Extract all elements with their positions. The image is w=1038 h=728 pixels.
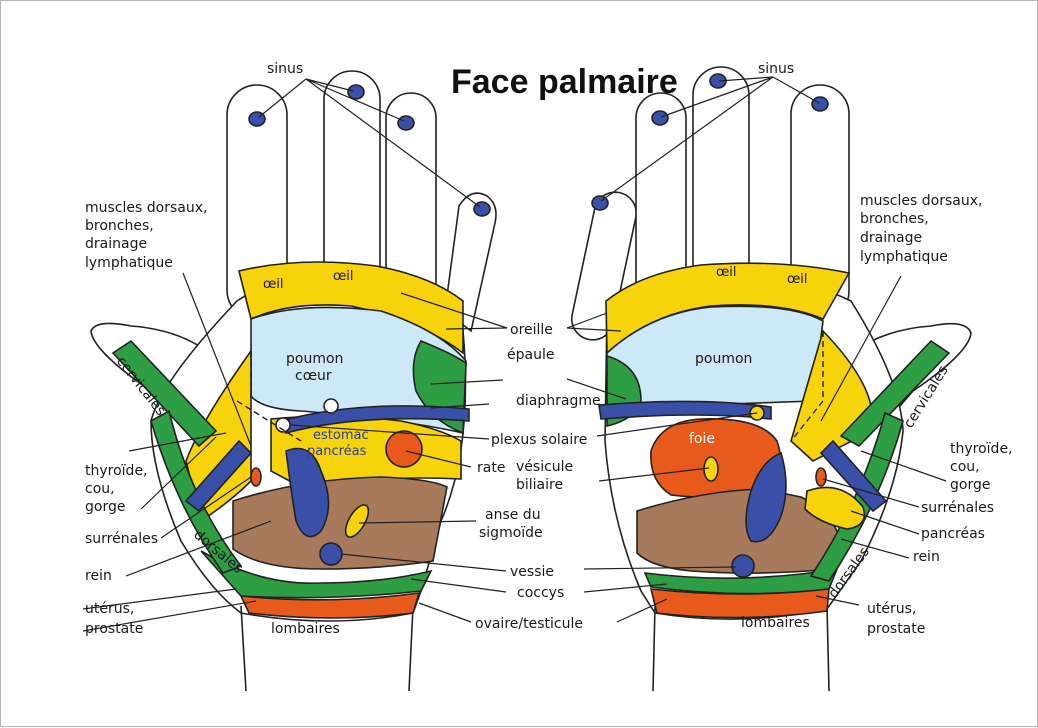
right-sinus-dot-4 xyxy=(812,97,828,111)
label-eye-right-2: œil xyxy=(787,272,808,287)
label-muscles-right-4: lymphatique xyxy=(860,249,948,265)
label-gallbladder-2: biliaire xyxy=(516,477,563,493)
label-eye-left-1: œil xyxy=(263,277,284,292)
label-uterus-right-1: utérus, xyxy=(867,601,916,617)
label-heart-left: cœur xyxy=(295,368,332,384)
left-hand xyxy=(91,71,496,691)
label-thyroid-left-3: gorge xyxy=(85,499,125,515)
label-sinus-left: sinus xyxy=(267,61,303,77)
label-uterus-left-1: utérus, xyxy=(85,601,134,617)
label-diaphragm: diaphragme xyxy=(516,393,601,409)
label-coccyx: coccys xyxy=(517,585,564,601)
label-muscles-right-2: bronches, xyxy=(860,211,929,227)
label-muscles-left-4: lymphatique xyxy=(85,255,173,271)
right-sinus-dot-2 xyxy=(652,111,668,125)
label-muscles-right-3: drainage xyxy=(860,230,922,246)
label-ovary: ovaire/testicule xyxy=(475,616,583,632)
label-muscles-left-1: muscles dorsaux, xyxy=(85,200,207,216)
left-bladder-zone xyxy=(320,543,342,565)
label-sigmoid-2: sigmoïde xyxy=(479,525,543,541)
label-lumbar-left: lombaires xyxy=(271,621,340,637)
label-uterus-left-2: prostate xyxy=(85,621,143,637)
label-pancreas-right: pancréas xyxy=(921,526,985,542)
label-stomach: estomac xyxy=(313,428,369,443)
left-solar-plexus-point-2 xyxy=(324,399,338,413)
label-adrenal-left: surrénales xyxy=(85,531,158,547)
label-sigmoid-1: anse du xyxy=(485,507,541,523)
left-spleen-zone xyxy=(386,431,422,467)
right-uterus-zone xyxy=(651,589,829,618)
label-kidney-left: rein xyxy=(85,568,112,584)
label-uterus-right-2: prostate xyxy=(867,621,925,637)
label-thyroid-right-1: thyroïde, xyxy=(950,441,1013,457)
label-muscles-right-1: muscles dorsaux, xyxy=(860,193,982,209)
page-title: Face palmaire xyxy=(451,63,678,101)
label-thyroid-right-3: gorge xyxy=(950,477,990,493)
right-gallbladder-zone xyxy=(704,457,718,481)
label-lung-right: poumon xyxy=(695,351,752,367)
label-thyroid-right-2: cou, xyxy=(950,459,980,475)
label-gallbladder-1: vésicule xyxy=(516,459,573,475)
label-sinus-right: sinus xyxy=(758,61,794,77)
label-shoulder: épaule xyxy=(507,347,554,363)
label-lung-left: poumon xyxy=(286,351,343,367)
label-pancreas-left: pancréas xyxy=(307,444,367,459)
label-muscles-left-2: bronches, xyxy=(85,218,154,234)
label-adrenal-right: surrénales xyxy=(921,500,994,516)
left-sinus-dot-3 xyxy=(398,116,414,130)
right-adrenal-zone xyxy=(816,468,826,486)
label-liver: foie xyxy=(689,431,715,447)
label-solar-plexus: plexus solaire xyxy=(491,432,587,448)
label-lumbar-right: lombaires xyxy=(741,615,810,631)
right-hand xyxy=(568,67,971,691)
label-eye-left-2: œil xyxy=(333,269,354,284)
label-spleen: rate xyxy=(477,460,505,476)
left-sinus-dot-2 xyxy=(348,85,364,99)
label-bladder: vessie xyxy=(510,564,554,580)
label-thyroid-left-1: thyroïde, xyxy=(85,463,148,479)
left-adrenal-zone xyxy=(251,468,261,486)
label-eye-right-1: œil xyxy=(716,265,737,280)
label-muscles-left-3: drainage xyxy=(85,236,147,252)
right-bladder-zone xyxy=(732,555,754,577)
label-kidney-right: rein xyxy=(913,549,940,565)
label-thyroid-left-2: cou, xyxy=(85,481,115,497)
label-ear: oreille xyxy=(510,322,553,338)
